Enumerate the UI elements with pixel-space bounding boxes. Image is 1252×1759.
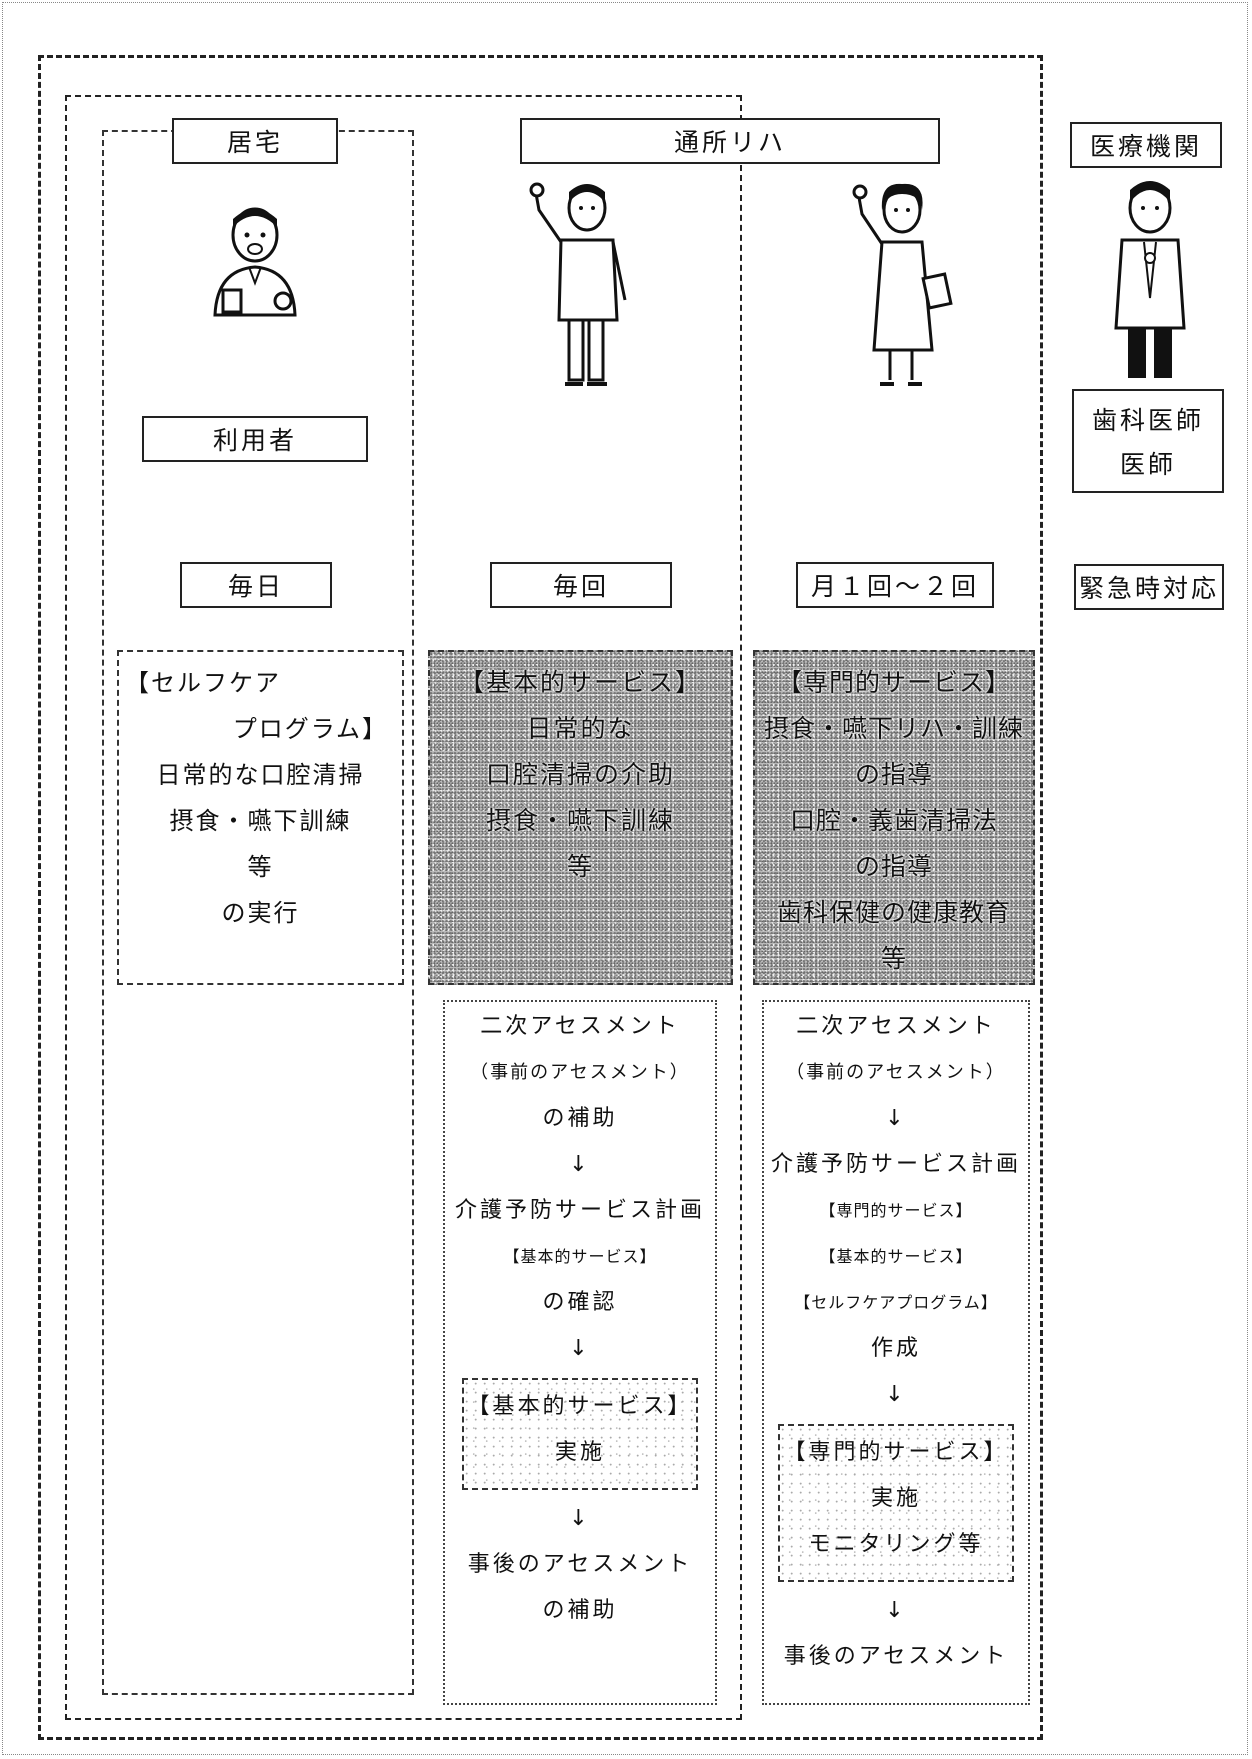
role-user: 利用者 (142, 416, 368, 462)
frequency-staff-a: 毎回 (490, 562, 672, 608)
flow-a-line: の補助 (542, 1106, 618, 1131)
selfcare-line: プログラム】 (232, 715, 388, 743)
basic-service-box: 【基本的サービス】 日常的な 口腔清掃の介助 摂食・嚥下訓練 等 (428, 650, 733, 985)
specialist-service-line: 【専門的サービス】 (776, 668, 1011, 697)
flow-b-arrow-down-icon: ↓ (885, 1106, 907, 1131)
flow-b-line: 介護予防サービス計画 (770, 1152, 1021, 1177)
flow-a-arrow-down-icon: ↓ (569, 1506, 591, 1531)
header-rehab: 通所リハ (520, 118, 940, 164)
role-medical-staff: 歯科医師 医師 (1072, 389, 1224, 493)
user-figure-icon (205, 205, 305, 320)
frequency-home: 毎日 (180, 562, 332, 608)
home-and-rehab-boundary (65, 95, 742, 1720)
specialist-service-line: の指導 (854, 760, 933, 789)
specialist-service-line: 口腔・義歯清掃法 (789, 806, 998, 835)
specialist-service-box: 【専門的サービス】 摂食・嚥下リハ・訓練 の指導 口腔・義歯清掃法 の指導 歯科… (753, 650, 1035, 985)
flow-box-basic: 二次アセスメント （事前のアセスメント） の補助 ↓ 介護予防サービス計画 【基… (443, 1000, 717, 1705)
outer-boundary (38, 55, 1043, 1740)
flow-b-line: 【セルフケアプログラム】 (794, 1293, 998, 1312)
basic-service-line: 等 (566, 852, 594, 881)
flow-a-line: 二次アセスメント (480, 1014, 680, 1039)
flow-a-line: 介護予防サービス計画 (454, 1198, 705, 1223)
header-home: 居宅 (172, 118, 338, 164)
frequency-medical: 緊急時対応 (1074, 564, 1224, 610)
flow-a-inner-line: 実施 (554, 1440, 605, 1465)
flow-box-specialist: 二次アセスメント （事前のアセスメント） ↓ 介護予防サービス計画 【専門的サー… (762, 1000, 1030, 1705)
flow-b-line: （事前のアセスメント） (786, 1062, 1006, 1083)
flow-b-line: 【基本的サービス】 (819, 1247, 973, 1266)
flow-b-arrow-down-icon: ↓ (885, 1382, 907, 1407)
flow-b-line: 作成 (870, 1336, 921, 1361)
specialist-service-line: の指導 (854, 852, 933, 881)
selfcare-line: 日常的な口腔清掃 (156, 761, 365, 789)
flow-b-line: 【専門的サービス】 (819, 1201, 973, 1220)
role-doctor: 医師 (1119, 450, 1176, 479)
flow-a-line: 【基本的サービス】 (503, 1247, 657, 1266)
flow-b-inner-line: 実施 (870, 1486, 921, 1511)
dental-hygienist-figure-icon (850, 180, 960, 390)
doctor-figure-icon (1100, 178, 1200, 388)
basic-service-line: 日常的な (526, 714, 635, 743)
flow-a-arrow-down-icon: ↓ (569, 1152, 591, 1177)
basic-service-line: 口腔清掃の介助 (485, 760, 675, 789)
selfcare-line: の実行 (221, 899, 300, 927)
flow-b-line: 二次アセスメント (796, 1014, 996, 1039)
frequency-staff-b: 月１回～２回 (796, 562, 994, 608)
selfcare-program-box: 【セルフケア プログラム】 日常的な口腔清掃 摂食・嚥下訓練 等 の実行 (117, 650, 404, 985)
basic-service-line: 【基本的サービス】 (458, 668, 702, 697)
flow-a-line: 事後のアセスメント (467, 1552, 693, 1577)
selfcare-line: 摂食・嚥下訓練 (169, 807, 352, 835)
flow-a-arrow-down-icon: ↓ (569, 1336, 591, 1361)
flow-a-inner-line: 【基本的サービス】 (467, 1394, 693, 1419)
specialist-service-implementation-box: 【専門的サービス】 実施 モニタリング等 (778, 1424, 1014, 1582)
header-medical: 医療機関 (1070, 122, 1222, 168)
selfcare-line: 等 (247, 853, 274, 881)
rehab-staff-figure-icon (525, 180, 635, 390)
role-dentist: 歯科医師 (1091, 406, 1204, 435)
specialist-service-line: 摂食・嚥下リハ・訓練 (763, 714, 1024, 743)
basic-service-line: 摂食・嚥下訓練 (485, 806, 675, 835)
flow-b-inner-line: モニタリング等 (808, 1532, 984, 1557)
flow-b-line: 事後のアセスメント (783, 1644, 1009, 1669)
flow-a-line: の確認 (542, 1290, 618, 1315)
flow-a-line: の補助 (542, 1598, 618, 1623)
basic-service-implementation-box: 【基本的サービス】 実施 (462, 1378, 698, 1490)
flow-b-arrow-down-icon: ↓ (885, 1598, 907, 1623)
flow-a-line: （事前のアセスメント） (470, 1062, 690, 1083)
specialist-service-line: 等 (880, 944, 907, 973)
selfcare-line: 【セルフケア (125, 669, 281, 697)
flow-b-inner-line: 【専門的サービス】 (783, 1440, 1009, 1465)
specialist-service-line: 歯科保健の健康教育 (776, 898, 1011, 927)
